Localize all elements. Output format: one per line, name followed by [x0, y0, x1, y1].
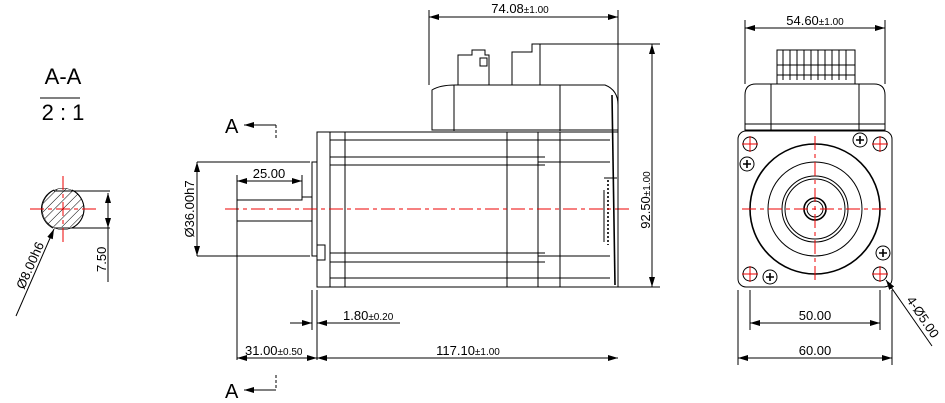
side-view: 74.08±1.00 92.50±1.00 Ø36.00h7 25.00 1.8… — [182, 1, 660, 361]
shaft-extension-dim: 31.00±0.50 — [245, 343, 303, 358]
connector-width-dim: 74.08±1.00 — [491, 1, 549, 16]
pilot-dia-dim: Ø36.00h7 — [182, 180, 197, 237]
top-width-dim: 54.60±1.00 — [786, 13, 844, 28]
mounting-holes — [742, 136, 888, 282]
height-dim: 92.50±1.00 — [638, 171, 653, 229]
shaft-dia-dim: Ø8.00h6 — [13, 240, 47, 292]
hole-spacing-dim: 50.00 — [799, 308, 832, 323]
section-view: A-A 2 : 1 7.50 Ø8.00h6 — [13, 64, 111, 317]
body-length-dim: 117.10±1.00 — [436, 343, 500, 358]
section-scale: 2 : 1 — [42, 100, 85, 125]
section-marker-top: A — [225, 116, 239, 138]
flange-thickness-dim: 1.80±0.20 — [343, 308, 394, 323]
shaft-length-dim: 25.00 — [253, 166, 286, 181]
section-title: A-A — [45, 64, 82, 89]
flange-width-dim: 60.00 — [799, 343, 832, 358]
front-view: 54.60±1.00 50.00 60.00 4-Ø5.00 — [737, 13, 942, 365]
section-marker-bottom: A — [225, 381, 239, 403]
screws — [739, 132, 891, 285]
flat-dim: 7.50 — [94, 247, 109, 272]
